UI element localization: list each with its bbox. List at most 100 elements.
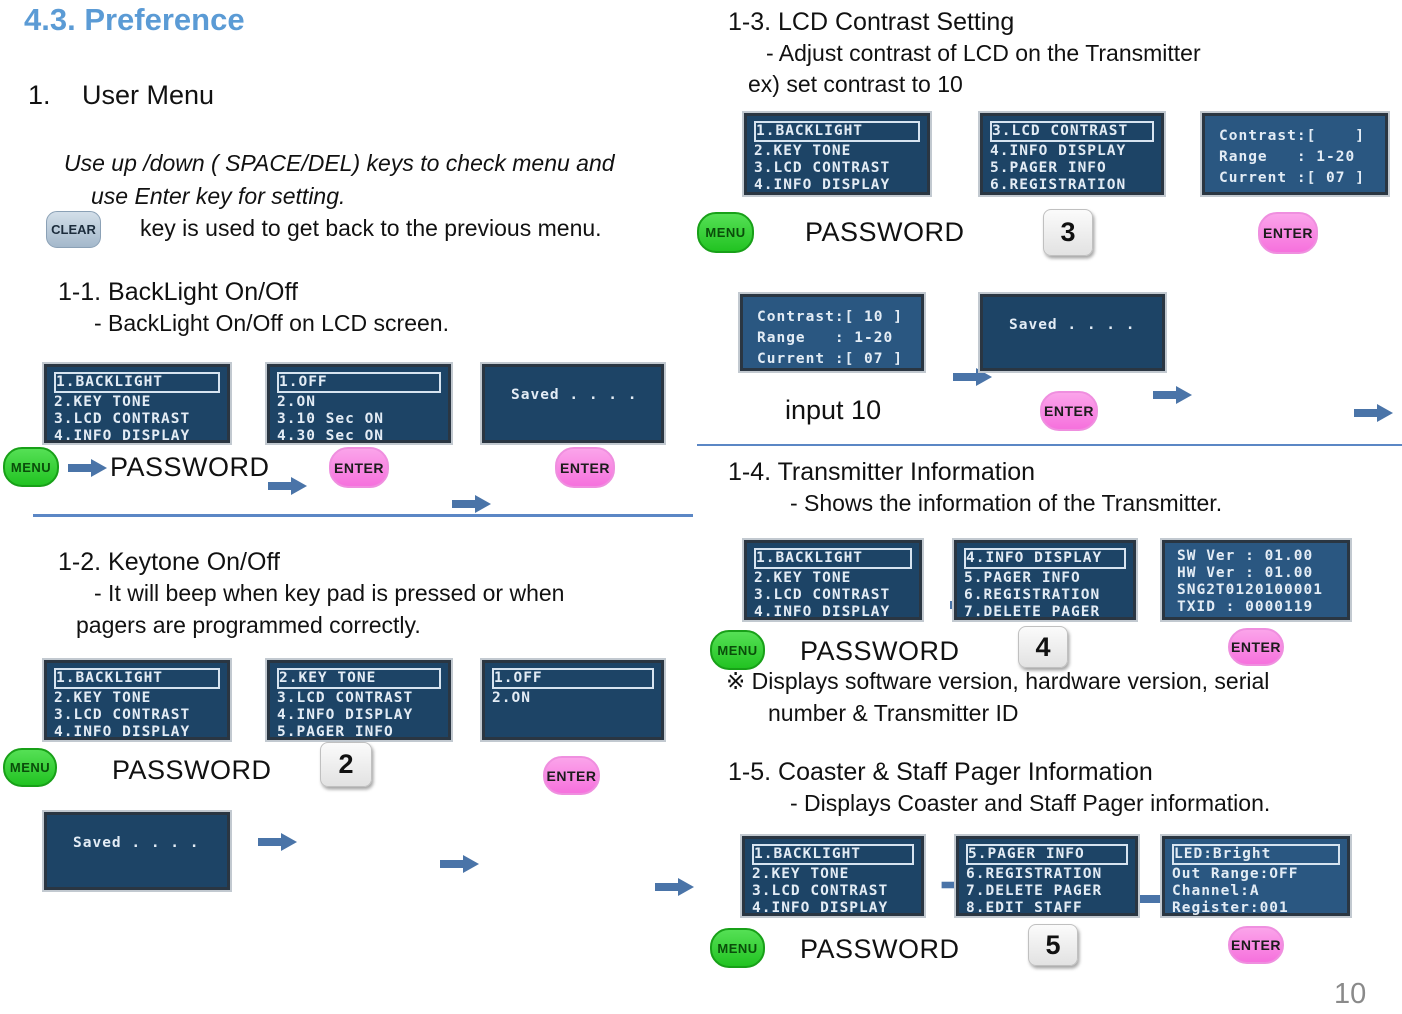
lcd-main-menu: 1.BACKLIGHT 2.KEY TONE 3.LCD CONTRAST 4.… <box>742 836 924 916</box>
menu-button[interactable]: MENU <box>697 212 754 253</box>
lcd-line: 1.OFF <box>492 668 654 689</box>
enter-button[interactable]: ENTER <box>329 447 389 488</box>
lcd-line: 5.PAGER INFO <box>964 570 1081 586</box>
key-5-button[interactable]: 5 <box>1028 924 1078 966</box>
lcd-line: 2.KEY TONE <box>752 866 850 882</box>
lcd-line: SW Ver : 01.00 <box>1177 548 1314 564</box>
lcd-line: Saved . . . . <box>1009 317 1136 333</box>
lcd-line: LED:Bright <box>1172 844 1340 865</box>
lcd-line: Contrast:[ 10 ] <box>757 309 903 325</box>
key-4-button[interactable]: 4 <box>1018 626 1068 668</box>
lcd-line: Current :[ 07 ] <box>1219 170 1365 186</box>
lcd-line: Current :[ 07 ] <box>757 351 903 367</box>
enter-button[interactable]: ENTER <box>1258 212 1318 254</box>
menu-button[interactable]: MENU <box>710 630 765 670</box>
user-menu-heading: User Menu <box>82 80 215 110</box>
section-1-1-title: 1-1. BackLight On/Off <box>58 278 298 306</box>
enter-button[interactable]: ENTER <box>1228 628 1284 666</box>
lcd-line: 3.LCD CONTRAST <box>54 411 191 427</box>
intro-note-line1: Use up /down ( SPACE/DEL) keys to check … <box>64 150 615 176</box>
key-2-button[interactable]: 2 <box>320 742 372 787</box>
lcd-line: 2.KEY TONE <box>54 690 152 706</box>
menu-button[interactable]: MENU <box>3 447 59 487</box>
menu-button[interactable]: MENU <box>3 748 57 787</box>
lcd-line: HW Ver : 01.00 <box>1177 565 1314 581</box>
menu-button[interactable]: MENU <box>710 928 765 968</box>
lcd-line: 7.DELETE PAGER <box>964 604 1101 620</box>
lcd-line: 1.OFF <box>277 372 441 393</box>
lcd-line: 1.BACKLIGHT <box>54 668 220 689</box>
arrow-right-icon <box>440 855 480 873</box>
lcd-line: 4.INFO DISPLAY <box>964 548 1126 569</box>
lcd-keytone-menu: 2.KEY TONE 3.LCD CONTRAST 4.INFO DISPLAY… <box>267 660 451 740</box>
lcd-line: 4.INFO DISPLAY <box>990 143 1127 159</box>
arrow-right-icon <box>953 368 993 386</box>
lcd-line: 2.KEY TONE <box>754 143 852 159</box>
lcd-backlight-options: 1.OFF 2.ON 3.10 Sec ON 4.30 Sec ON <box>267 364 451 444</box>
arrow-right-icon <box>1153 386 1193 404</box>
lcd-line: 3.LCD CONTRAST <box>277 690 414 706</box>
lcd-line: 2.ON <box>277 394 316 410</box>
lcd-line: 6.REGISTRATION <box>966 866 1103 882</box>
section-1-2-desc-line2: pagers are programmed correctly. <box>76 612 421 638</box>
lcd-line: 3.LCD CONTRAST <box>990 121 1154 142</box>
arrow-right-icon <box>258 833 298 851</box>
lcd-contrast-menu: 3.LCD CONTRAST 4.INFO DISPLAY 5.PAGER IN… <box>980 113 1164 195</box>
section-divider <box>697 444 1402 446</box>
lcd-line: 8.EDIT STAFF <box>966 900 1083 916</box>
enter-button[interactable]: ENTER <box>1040 391 1098 431</box>
lcd-main-menu: 1.BACKLIGHT 2.KEY TONE 3.LCD CONTRAST 4.… <box>44 660 230 740</box>
lcd-info-menu: 4.INFO DISPLAY 5.PAGER INFO 6.REGISTRATI… <box>954 540 1136 620</box>
password-label: PASSWORD <box>800 934 960 964</box>
lcd-saved: Saved . . . . <box>980 294 1165 371</box>
password-label: PASSWORD <box>110 452 270 482</box>
lcd-pager-info: LED:Bright Out Range:OFF Channel:A Regis… <box>1162 836 1350 916</box>
lcd-pager-menu: 5.PAGER INFO 6.REGISTRATION 7.DELETE PAG… <box>956 836 1138 916</box>
key-3-button[interactable]: 3 <box>1043 209 1093 256</box>
lcd-line: 1.BACKLIGHT <box>54 372 220 393</box>
section-1-3-desc-line2: ex) set contrast to 10 <box>748 71 963 97</box>
lcd-line: 1.BACKLIGHT <box>754 121 920 142</box>
lcd-main-menu: 1.BACKLIGHT 2.KEY TONE 3.LCD CONTRAST 4.… <box>744 113 930 195</box>
password-label: PASSWORD <box>112 755 272 785</box>
clear-button[interactable]: CLEAR <box>46 211 101 248</box>
lcd-transmitter-info: SW Ver : 01.00 HW Ver : 01.00 SNG2T01201… <box>1162 540 1350 620</box>
lcd-line: 1.BACKLIGHT <box>754 548 912 569</box>
section-1-2-desc-line1: - It will beep when key pad is pressed o… <box>94 580 565 606</box>
lcd-line: Range : 1-20 <box>757 330 894 346</box>
section-1-1-desc: - BackLight On/Off on LCD screen. <box>94 310 449 336</box>
lcd-line: 2.KEY TONE <box>54 394 152 410</box>
arrow-right-icon <box>268 477 308 495</box>
enter-button[interactable]: ENTER <box>543 756 600 795</box>
lcd-line: Saved . . . . <box>73 835 200 851</box>
section-1-4-desc: - Shows the information of the Transmitt… <box>790 490 1223 516</box>
lcd-line: 4.INFO DISPLAY <box>277 707 414 723</box>
lcd-saved: Saved . . . . <box>482 364 664 443</box>
page-title: 4.3. Preference <box>24 2 245 37</box>
lcd-line: 4.INFO DISPLAY <box>54 724 191 740</box>
enter-button[interactable]: ENTER <box>555 447 615 488</box>
lcd-line: Saved . . . . <box>511 387 638 403</box>
enter-button[interactable]: ENTER <box>1228 926 1284 964</box>
section-1-4-note-line1: ※ Displays software version, hardware ve… <box>726 668 1270 694</box>
lcd-line: 2.ON <box>492 690 531 706</box>
arrow-right-icon <box>1354 404 1394 422</box>
section-1-5-desc: - Displays Coaster and Staff Pager infor… <box>790 790 1271 816</box>
lcd-line: Out Range:OFF <box>1172 866 1299 882</box>
lcd-line: Range : 1-20 <box>1219 149 1356 165</box>
lcd-line: SNG2T0120100001 <box>1177 582 1323 598</box>
user-menu-number: 1. <box>28 80 51 110</box>
lcd-line: 6.REGISTRATION <box>990 177 1127 193</box>
password-label: PASSWORD <box>805 217 965 247</box>
lcd-line: 5.PAGER INFO <box>966 844 1128 865</box>
lcd-line: 3.LCD CONTRAST <box>754 160 891 176</box>
lcd-line: 3.LCD CONTRAST <box>752 883 889 899</box>
lcd-contrast-set-10: Contrast:[ 10 ] Range : 1-20 Current :[ … <box>740 294 924 371</box>
arrow-right-icon <box>452 495 492 513</box>
lcd-contrast-values: Contrast:[ ] Range : 1-20 Current :[ 07 … <box>1202 113 1388 195</box>
section-1-5-title: 1-5. Coaster & Staff Pager Information <box>728 758 1153 786</box>
lcd-line: 7.DELETE PAGER <box>966 883 1103 899</box>
intro-note-line2: use Enter key for setting. <box>91 183 346 209</box>
section-1-4-note-line2: number & Transmitter ID <box>768 700 1019 726</box>
